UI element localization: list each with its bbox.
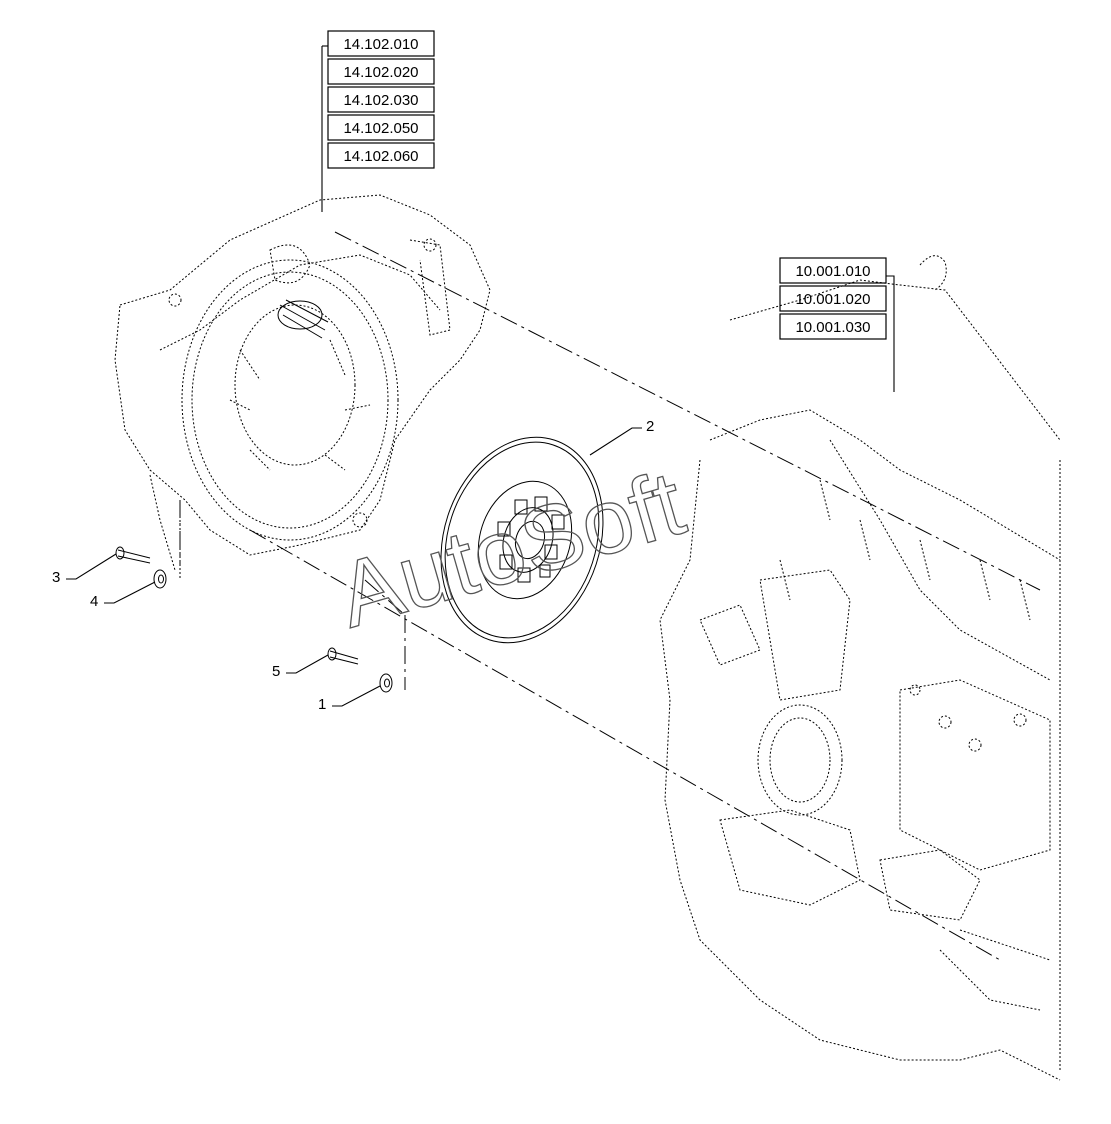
svg-text:4: 4 <box>90 593 98 610</box>
engine-ref-1[interactable]: 10.001.010 <box>779 257 887 284</box>
flywheel-housing <box>114 194 491 580</box>
callout-4[interactable]: 4 <box>90 581 156 610</box>
bolt-3 <box>115 546 151 564</box>
bolt-5 <box>327 647 359 665</box>
washer-1 <box>379 673 393 693</box>
housing-reference-stack: 14.102.010 14.102.020 14.102.030 14.102.… <box>321 30 435 212</box>
svg-text:14.102.050: 14.102.050 <box>343 120 418 137</box>
engine-ref-leader <box>886 275 895 392</box>
svg-text:14.102.020: 14.102.020 <box>343 64 418 81</box>
engine-ref-3[interactable]: 10.001.030 <box>779 313 887 340</box>
engine-ref-2[interactable]: 10.001.020 <box>779 285 887 312</box>
housing-ref-1[interactable]: 14.102.010 <box>327 30 435 57</box>
engine-reference-stack: 10.001.010 10.001.020 10.001.030 <box>779 257 895 392</box>
washer-4 <box>153 569 167 589</box>
housing-ref-4[interactable]: 14.102.050 <box>327 114 435 141</box>
housing-ref-5[interactable]: 14.102.060 <box>327 142 435 169</box>
svg-text:5: 5 <box>272 663 280 680</box>
damper-disc <box>440 436 604 644</box>
callout-3[interactable]: 3 <box>52 553 117 586</box>
svg-text:10.001.010: 10.001.010 <box>795 263 870 280</box>
svg-text:1: 1 <box>318 696 326 713</box>
housing-ref-2[interactable]: 14.102.020 <box>327 58 435 85</box>
callout-1[interactable]: 1 <box>318 685 381 713</box>
svg-text:10.001.020: 10.001.020 <box>795 291 870 308</box>
housing-ref-3[interactable]: 14.102.030 <box>327 86 435 113</box>
svg-text:14.102.060: 14.102.060 <box>343 148 418 165</box>
svg-text:10.001.030: 10.001.030 <box>795 319 870 336</box>
svg-text:14.102.010: 14.102.010 <box>343 36 418 53</box>
svg-text:14.102.030: 14.102.030 <box>343 92 418 109</box>
engine-block <box>659 255 1061 1081</box>
assembly-axes <box>179 231 1041 961</box>
callout-2[interactable]: 2 <box>589 418 654 456</box>
svg-text:3: 3 <box>52 569 60 586</box>
watermark: AutoSoft <box>327 452 694 647</box>
svg-text:2: 2 <box>646 418 654 435</box>
callout-5[interactable]: 5 <box>272 654 329 680</box>
